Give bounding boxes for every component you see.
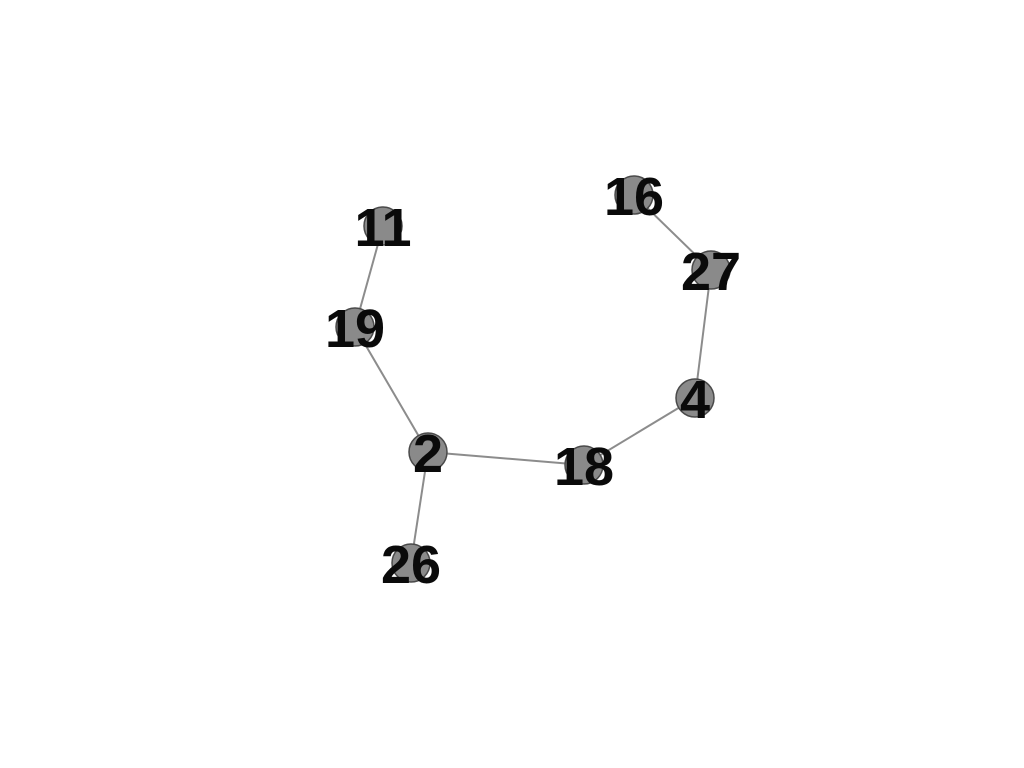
node-circle bbox=[564, 445, 604, 485]
node-label: 11 bbox=[354, 198, 411, 258]
node-label: 27 bbox=[681, 242, 741, 302]
node-16: 16 bbox=[604, 167, 664, 227]
node-circle bbox=[335, 307, 375, 347]
node-label: 2 bbox=[413, 424, 443, 484]
node-18: 18 bbox=[554, 437, 614, 497]
node-circle bbox=[408, 432, 448, 472]
node-circle bbox=[691, 250, 731, 290]
node-11: 11 bbox=[354, 198, 411, 258]
node-label: 19 bbox=[325, 299, 385, 359]
node-label: 26 bbox=[381, 535, 441, 595]
node-label: 18 bbox=[554, 437, 614, 497]
node-2: 2 bbox=[408, 424, 448, 484]
edge-19-2 bbox=[354, 326, 429, 453]
node-circle bbox=[391, 543, 431, 583]
node-circle bbox=[363, 206, 403, 246]
edge-2-18 bbox=[427, 451, 585, 466]
edge-4-27 bbox=[694, 269, 712, 399]
node-label: 16 bbox=[604, 167, 664, 227]
edge-18-4 bbox=[583, 397, 696, 466]
node-27: 27 bbox=[681, 242, 741, 302]
node-26: 26 bbox=[381, 535, 441, 595]
node-4: 4 bbox=[675, 370, 715, 430]
node-circle bbox=[614, 175, 654, 215]
node-label: 4 bbox=[680, 370, 710, 430]
nodes-layer: 11 19 2 26 18 4 27 16 bbox=[325, 167, 741, 595]
node-19: 19 bbox=[325, 299, 385, 359]
node-circle bbox=[675, 378, 715, 418]
